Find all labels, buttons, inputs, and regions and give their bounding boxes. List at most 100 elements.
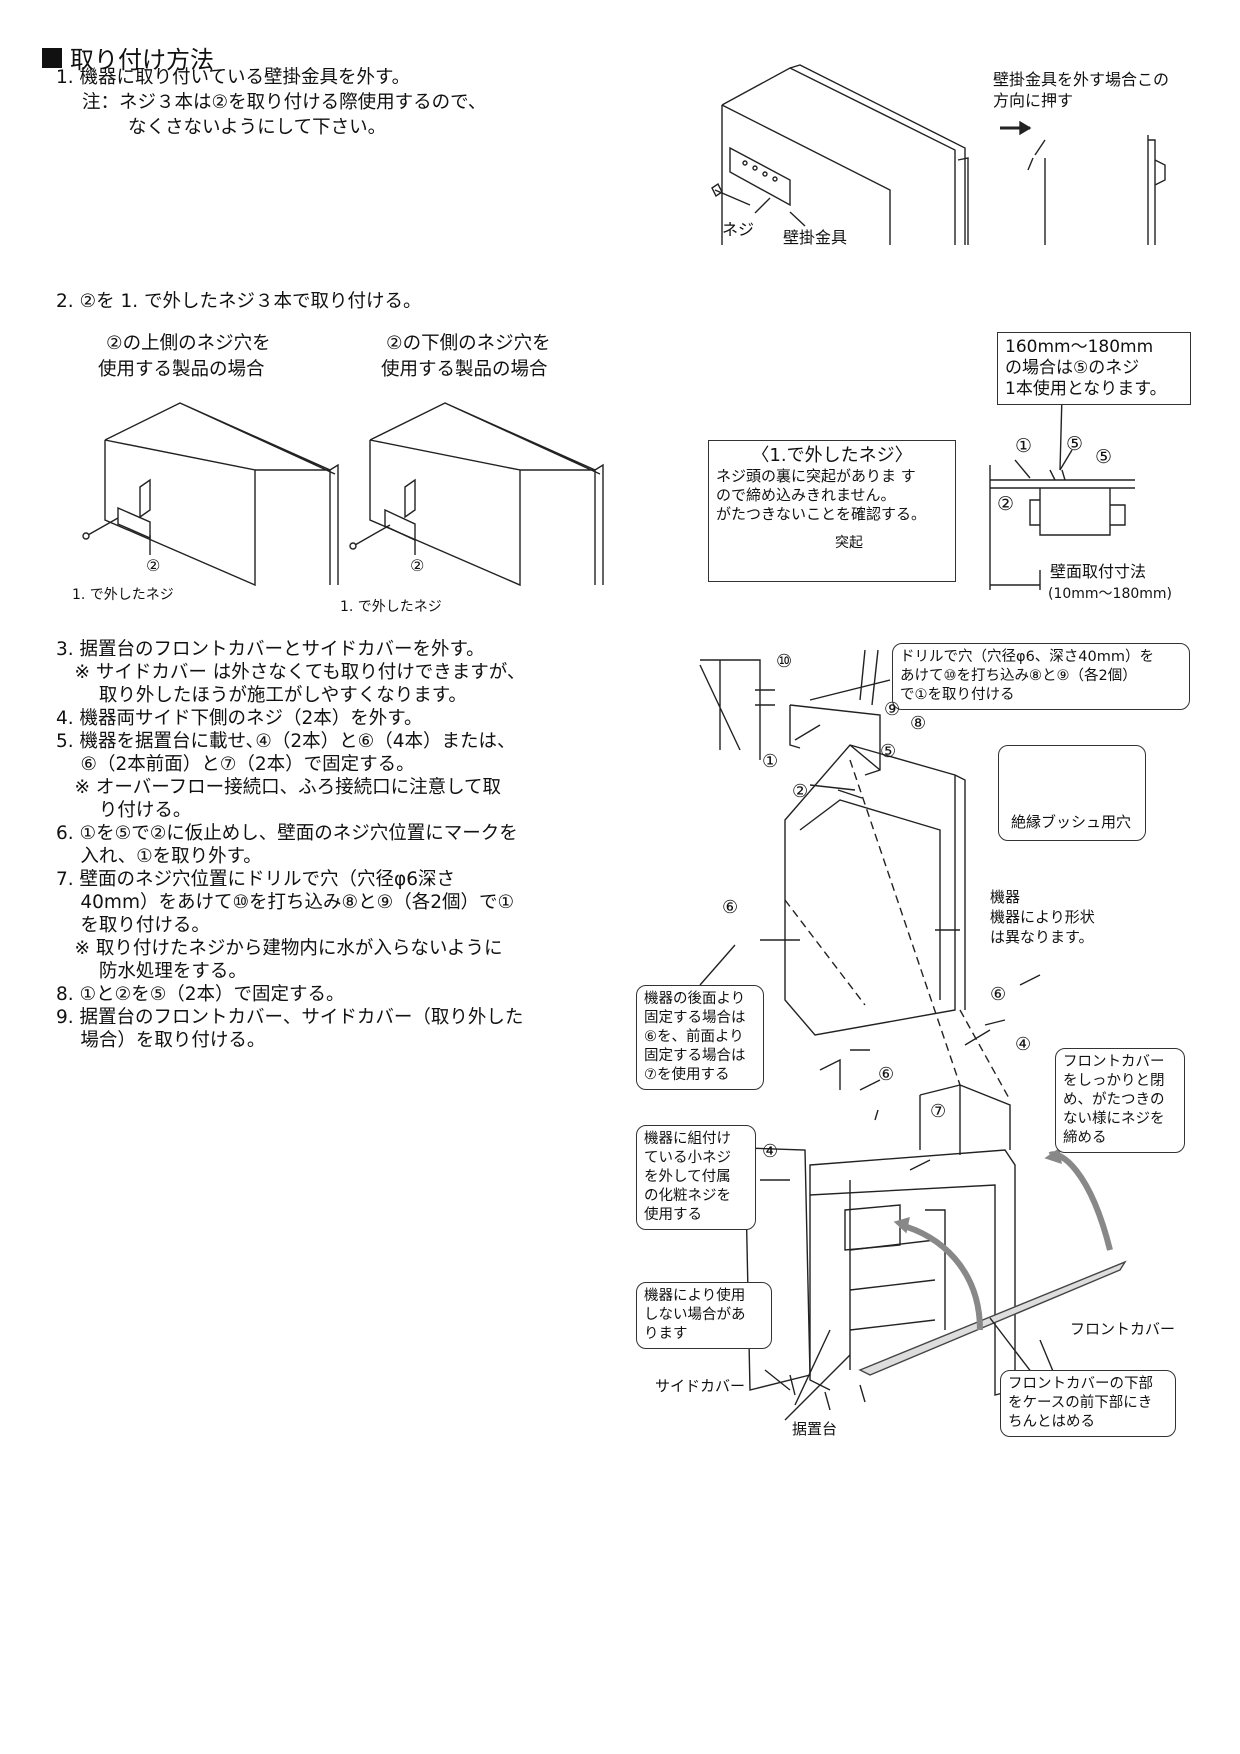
protrusion-label: 突起 [835, 535, 863, 551]
part-5-label-b: ⑤ [1095, 446, 1113, 468]
left-caption-line1: ②の上側のネジ穴を [106, 333, 271, 354]
push-note-line2: 方向に押す [993, 91, 1074, 110]
left-caption-line2: 使用する製品の場合 [98, 359, 265, 380]
small-note-line: 機器に組付け [644, 1131, 731, 1147]
removed-screw-note-box: 〈1.で外したネジ〉 ネジ頭の裏に突起がありま す ので締め込みきれません。 が… [708, 440, 956, 582]
screw-label: ネジ [722, 220, 755, 239]
part-1-marker: ① [762, 751, 779, 772]
part-5-label-a: ⑤ [1066, 433, 1084, 455]
step2-text: 2. ②を 1. で外したネジ３本で取り付ける。 [56, 291, 422, 312]
step-line: 9. 据置台のフロントカバー、サイドカバー（取り外した [56, 1007, 524, 1028]
front-note-line: フロントカバー [1063, 1054, 1165, 1070]
small-note-line: 使用する [644, 1207, 702, 1223]
note-line2: ので締め込みきれません。 [716, 486, 896, 504]
push-note-line1: 壁掛金具を外す場合この [993, 70, 1170, 89]
part-2-label-left: ② [146, 556, 161, 575]
front-cover-label: フロントカバー [1070, 1320, 1176, 1338]
section-heading: 取り付け方法 [42, 40, 214, 75]
front-note-line: 締める [1063, 1130, 1107, 1146]
front-note-line: をしっかりと閉 [1063, 1073, 1165, 1089]
part-8-marker: ⑧ [910, 713, 927, 734]
part-6-marker-c: ⑥ [878, 1064, 895, 1085]
unit-label-1: 機器 [990, 888, 1021, 906]
drill-note-line1: ドリルで穴（穴径φ6、深さ40mm）を [900, 649, 1154, 665]
rear-fix-note-box: 機器の後面より 固定する場合は ⑥を、前面より 固定する場合は ⑦を使用する [636, 985, 764, 1090]
note-line1: ネジ頭の裏に突起がありま す [716, 467, 916, 485]
part-1-label: ① [1015, 435, 1033, 457]
length-note-line1: 160mm～180mm [1005, 337, 1154, 357]
unit-label-2: 機器により形状 [990, 908, 1095, 926]
right-caption-line1: ②の下側のネジ穴を [386, 333, 551, 354]
step-line: り付ける。 [56, 800, 192, 821]
insulating-bushing-label: 絶縁ブッシュ用穴 [1011, 813, 1132, 831]
front-cover-bottom-note-box: フロントカバーの下部 をケースの前下部にき ちんとはめる [1000, 1370, 1176, 1437]
step-line: 入れ、①を取り外す。 [56, 846, 262, 867]
part-2-label-right: ② [410, 556, 425, 575]
removed-screw-label-right: 1. で外したネジ [340, 599, 442, 615]
rear-note-line: 固定する場合は [644, 1010, 746, 1026]
drill-note-line2: あけて⑩を打ち込み⑧と⑨（各2個） [900, 668, 1137, 684]
note-title: 〈1.で外したネジ〉 [751, 445, 913, 466]
small-note-line: を外して付属 [644, 1169, 731, 1185]
note-line3: がたつきないことを確認する。 [716, 505, 927, 523]
steps-list: 3. 据置台のフロントカバーとサイドカバーを外す。 ※ サイドカバー は外さなく… [56, 638, 596, 1052]
step-line: 7. 壁面のネジ穴位置にドリルで穴（穴径φ6深さ [56, 869, 456, 890]
step1-text: 1. 機器に取り付いている壁掛金具を外す。 [56, 67, 411, 88]
step-line: 5. 機器を据置台に載せ､④（2本）と⑥（4本）または、 [56, 731, 516, 752]
small-screw-note-box: 機器に組付け ている小ネジ を外して付属 の化粧ネジを 使用する [636, 1125, 756, 1230]
part-7-marker: ⑦ [930, 1101, 947, 1122]
step-line: ※ サイドカバー は外さなくても取り付けできますが、 [56, 662, 526, 683]
step-line: 6. ①を⑤で②に仮止めし、壁面のネジ穴位置にマークを [56, 823, 518, 844]
length-note-line2: の場合は⑤のネジ [1005, 358, 1140, 378]
part-4-marker-b: ④ [762, 1141, 779, 1162]
step1-note: 注：ネジ３本は②を取り付ける際使用するので、 [82, 92, 487, 113]
small-note-line: ている小ネジ [644, 1150, 731, 1166]
step-line: 4. 機器両サイド下側のネジ（2本）を外す。 [56, 708, 423, 729]
rear-note-line: ⑥を、前面より [644, 1029, 744, 1045]
part-6-marker-a: ⑥ [722, 897, 739, 918]
side-cover-label: サイドカバー [655, 1377, 746, 1395]
maybe-note-line: 機器により使用 [644, 1288, 746, 1304]
step-line: 取り外したほうが施工がしやすくなります。 [56, 685, 467, 706]
part-6-marker-b: ⑥ [990, 984, 1007, 1005]
maybe-note-line: ります [644, 1326, 688, 1342]
part-5-marker: ⑤ [880, 741, 897, 762]
mount-dimension-label: 壁面取付寸法 [1050, 562, 1147, 581]
small-note-line: の化粧ネジを [644, 1188, 731, 1204]
unit-label-3: は異なります。 [990, 928, 1094, 946]
step-line: 場合）を取り付ける。 [56, 1030, 266, 1051]
front-note-line: ない様にネジを [1063, 1111, 1165, 1127]
bottom-note-line: フロントカバーの下部 [1008, 1376, 1153, 1392]
maybe-note-line: しない場合があ [644, 1307, 746, 1323]
length-note-box: 160mm～180mm の場合は⑤のネジ 1本使用となります。 [997, 332, 1191, 405]
bottom-note-line: ちんとはめる [1008, 1414, 1095, 1430]
insulating-bushing-box: 絶縁ブッシュ用穴 [998, 745, 1146, 841]
part-2-marker: ② [792, 781, 809, 802]
step-line: 8. ①と②を⑤（2本）で固定する。 [56, 984, 345, 1005]
step-line: 防水処理をする。 [56, 961, 247, 982]
drill-note-box: ドリルで穴（穴径φ6、深さ40mm）を あけて⑩を打ち込み⑧と⑨（各2個） で①… [892, 643, 1190, 710]
step-line: ※ 取り付けたネジから建物内に水が入らないように [56, 938, 503, 959]
step-line: 40mm）をあけて⑩を打ち込み⑧と⑨（各2個）で① [56, 892, 515, 913]
step1-note-cont: なくさないようにして下さい。 [128, 117, 387, 138]
part-10-marker: ⑩ [776, 651, 793, 672]
front-cover-close-note-box: フロントカバー をしっかりと閉 め、がたつきの ない様にネジを 締める [1055, 1048, 1185, 1153]
drill-note-line3: で①を取り付ける [900, 687, 1015, 703]
mount-dimension-range: (10mm～180mm) [1048, 586, 1173, 602]
square-bullet-icon [42, 47, 62, 68]
step-line: を取り付ける。 [56, 915, 210, 936]
step-line: ※ オーバーフロー接続口、ふろ接続口に注意して取 [56, 777, 502, 798]
rear-note-line: 機器の後面より [644, 991, 746, 1007]
part-2-label: ② [997, 493, 1015, 515]
rear-note-line: 固定する場合は [644, 1048, 746, 1064]
wall-bracket-label: 壁掛金具 [783, 228, 848, 247]
bottom-note-line: をケースの前下部にき [1008, 1395, 1153, 1411]
rear-note-line: ⑦を使用する [644, 1067, 730, 1083]
part-9-marker: ⑨ [884, 699, 901, 720]
right-caption-line2: 使用する製品の場合 [381, 359, 548, 380]
part-4-marker-a: ④ [1015, 1034, 1032, 1055]
step-line: ⑥（2本前面）と⑦（2本）で固定する。 [56, 754, 415, 775]
step-line: 3. 据置台のフロントカバーとサイドカバーを外す。 [56, 639, 485, 660]
heading-text: 取り付け方法 [70, 46, 214, 74]
may-not-use-note-box: 機器により使用 しない場合があ ります [636, 1282, 772, 1349]
